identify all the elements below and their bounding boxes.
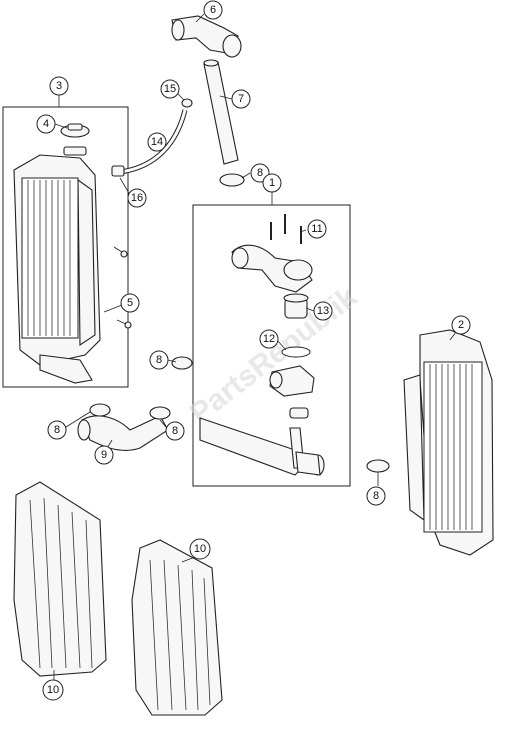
callout-11: 11 [307,219,327,239]
svg-text:4: 4 [43,118,49,130]
svg-text:8: 8 [172,425,178,437]
svg-text:9: 9 [101,449,107,461]
clamp-near-7 [219,173,245,187]
hose-9 [77,415,169,451]
callout-10-right: 10 [189,538,211,560]
screw-left-lower [116,319,132,329]
fitting-16 [111,165,125,177]
clamp-inner [289,407,309,419]
svg-text:8: 8 [156,354,162,366]
svg-text:12: 12 [263,333,275,345]
callout-8-mid: 8 [149,350,169,370]
o-ring-12 [281,346,311,358]
callout-16: 16 [127,188,147,208]
lower-pipe [199,417,325,476]
clamp-left-hose [89,403,111,417]
thermostat-13 [283,293,309,319]
svg-text:3: 3 [56,80,62,92]
svg-text:13: 13 [317,305,329,317]
svg-text:11: 11 [311,223,322,235]
svg-text:8: 8 [54,424,60,436]
clamp-right-hose [149,406,171,420]
svg-text:16: 16 [131,192,143,204]
clamp-15 [181,98,193,108]
callout-8-hose: 8 [165,421,185,441]
callout-10-left: 10 [42,679,64,701]
callout-15: 15 [160,79,180,99]
svg-text:10: 10 [47,684,59,696]
svg-text:15: 15 [164,83,176,95]
pipe-7 [203,59,239,165]
radiator-right [403,329,494,556]
svg-text:2: 2 [458,319,464,331]
svg-text:10: 10 [194,543,206,555]
callout-3: 3 [49,76,69,96]
group-frame-1 [192,204,351,487]
callout-12: 12 [259,329,279,349]
svg-text:6: 6 [210,4,216,16]
svg-text:8: 8 [373,490,379,502]
leader-lines [53,13,457,680]
callout-6: 6 [203,0,223,20]
callout-2: 2 [451,315,471,335]
callout-8-left: 8 [47,420,67,440]
svg-text:7: 7 [238,93,244,105]
upper-hose-6 [171,15,242,58]
svg-text:1: 1 [269,177,275,189]
watermark: PartsRepublik [184,280,364,430]
thermostat-housing-top [231,244,313,293]
svg-text:5: 5 [127,297,133,309]
thermostat-screws [270,214,302,244]
thermostat-housing-bottom [269,365,315,397]
svg-text:8: 8 [257,167,263,179]
callout-14: 14 [147,132,167,152]
clamp-mid [171,356,193,370]
radiator-guard-left [13,481,107,677]
callout-1: 1 [262,173,282,193]
screw-left-upper [113,246,128,258]
callout-9: 9 [94,445,114,465]
svg-text:14: 14 [151,136,163,148]
radiator-left [13,123,101,384]
callout-4: 4 [36,114,56,134]
callout-13: 13 [313,301,333,321]
callout-5: 5 [120,293,140,313]
callout-7: 7 [231,89,251,109]
callout-8-right: 8 [366,486,386,506]
group-frame-3 [2,106,129,388]
clamp-right-outer [366,459,390,473]
radiator-guard-right [131,539,223,716]
